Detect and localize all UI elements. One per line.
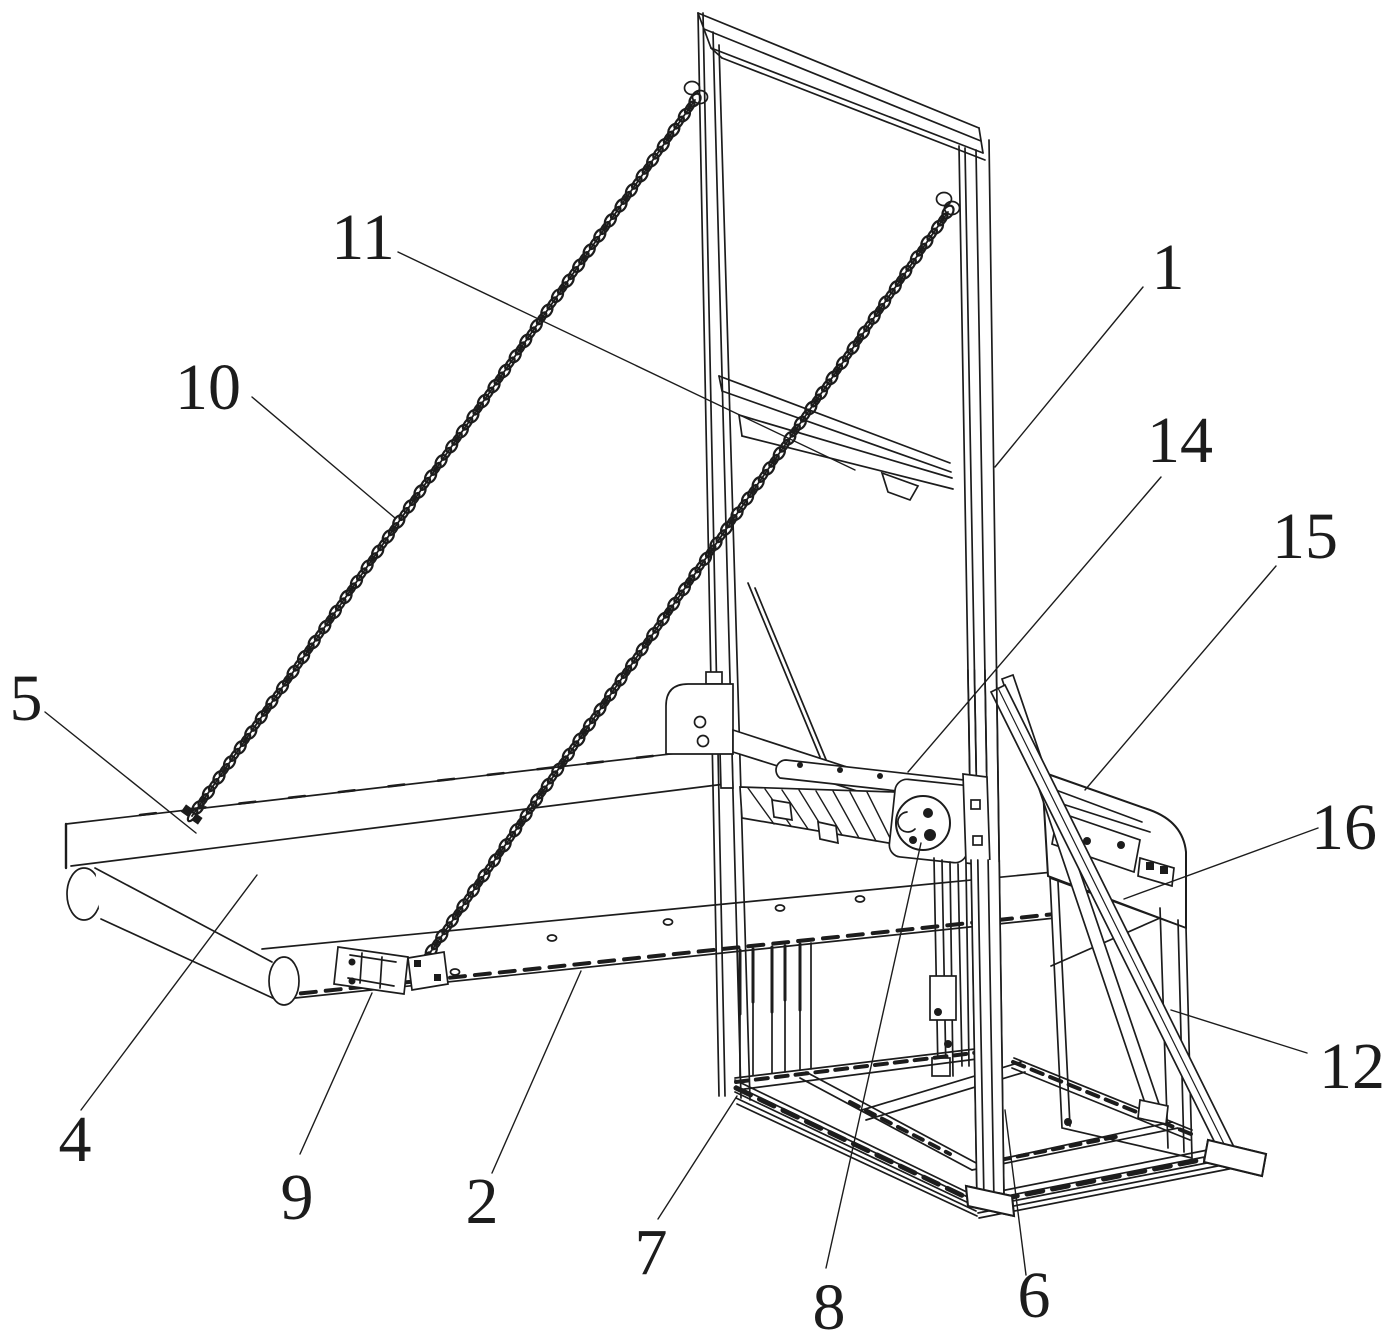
svg-text:11: 11 (331, 201, 395, 274)
svg-text:15: 15 (1272, 500, 1338, 573)
svg-text:16: 16 (1311, 791, 1377, 864)
svg-text:5: 5 (10, 662, 43, 735)
svg-text:1: 1 (1152, 231, 1185, 304)
svg-text:7: 7 (635, 1216, 668, 1289)
svg-text:2: 2 (466, 1165, 499, 1238)
svg-text:8: 8 (813, 1271, 846, 1336)
svg-text:6: 6 (1018, 1259, 1051, 1332)
svg-text:14: 14 (1147, 404, 1213, 477)
svg-text:12: 12 (1319, 1030, 1385, 1103)
svg-text:10: 10 (175, 351, 241, 424)
svg-text:4: 4 (59, 1103, 92, 1176)
svg-text:9: 9 (281, 1161, 314, 1234)
